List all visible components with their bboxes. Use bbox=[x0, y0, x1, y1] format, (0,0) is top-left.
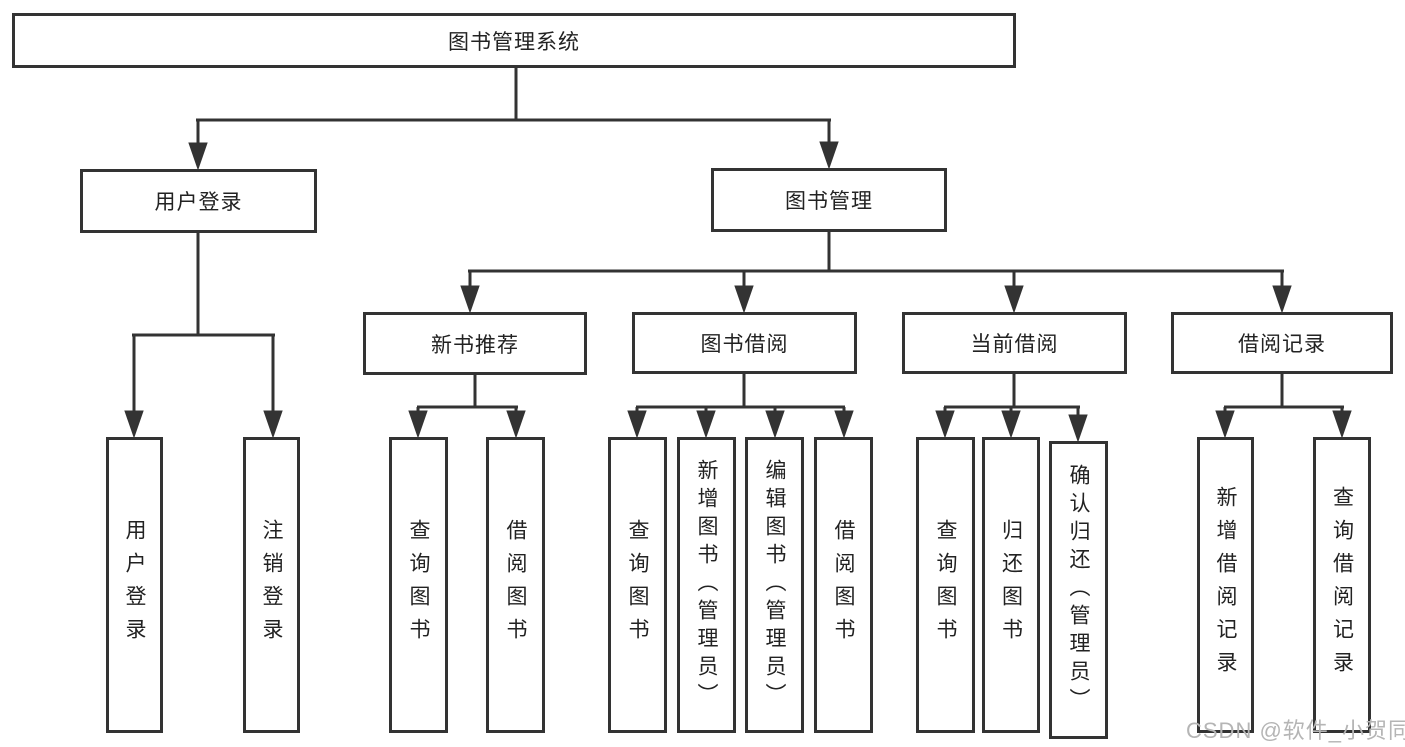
connector-root-to-level2 bbox=[188, 68, 839, 171]
node-book-management: 图书管理 bbox=[711, 168, 947, 232]
node-borrow-record: 借阅记录 bbox=[1171, 312, 1393, 374]
leaf-record-add: 新增借阅记录 bbox=[1197, 437, 1254, 733]
leaf-current-confirm-return: 确认归还（管理员） bbox=[1049, 441, 1108, 739]
leaf-borrow-borrow-book: 借阅图书 bbox=[814, 437, 873, 733]
node-user-login: 用户登录 bbox=[80, 169, 317, 233]
node-book-borrow: 图书借阅 bbox=[632, 312, 857, 374]
csdn-watermark: CSDN @软件_小贺同学 bbox=[1186, 718, 1405, 743]
leaf-user-login: 用户登录 bbox=[106, 437, 163, 733]
connector-current-borrow-children bbox=[935, 374, 1088, 443]
leaf-record-query: 查询借阅记录 bbox=[1313, 437, 1371, 733]
connector-borrow-record-children bbox=[1215, 374, 1352, 439]
leaf-logout: 注销登录 bbox=[243, 437, 300, 733]
connector-new-book-recommend-children bbox=[408, 375, 526, 439]
leaf-recommend-query-book: 查询图书 bbox=[389, 437, 448, 733]
node-root: 图书管理系统 bbox=[12, 13, 1016, 68]
leaf-borrow-edit-book: 编辑图书（管理员） bbox=[745, 437, 804, 733]
node-current-borrow: 当前借阅 bbox=[902, 312, 1127, 374]
node-new-book-recommend: 新书推荐 bbox=[363, 312, 587, 375]
leaf-recommend-borrow-book: 借阅图书 bbox=[486, 437, 545, 733]
connector-book-borrow-children bbox=[627, 374, 854, 439]
leaf-borrow-add-book: 新增图书（管理员） bbox=[677, 437, 736, 733]
leaf-borrow-query-book: 查询图书 bbox=[608, 437, 667, 733]
leaf-current-return-book: 归还图书 bbox=[982, 437, 1040, 733]
connector-book-management-children bbox=[460, 232, 1292, 314]
connector-user-login-children bbox=[124, 233, 283, 439]
leaf-current-query-book: 查询图书 bbox=[916, 437, 975, 733]
